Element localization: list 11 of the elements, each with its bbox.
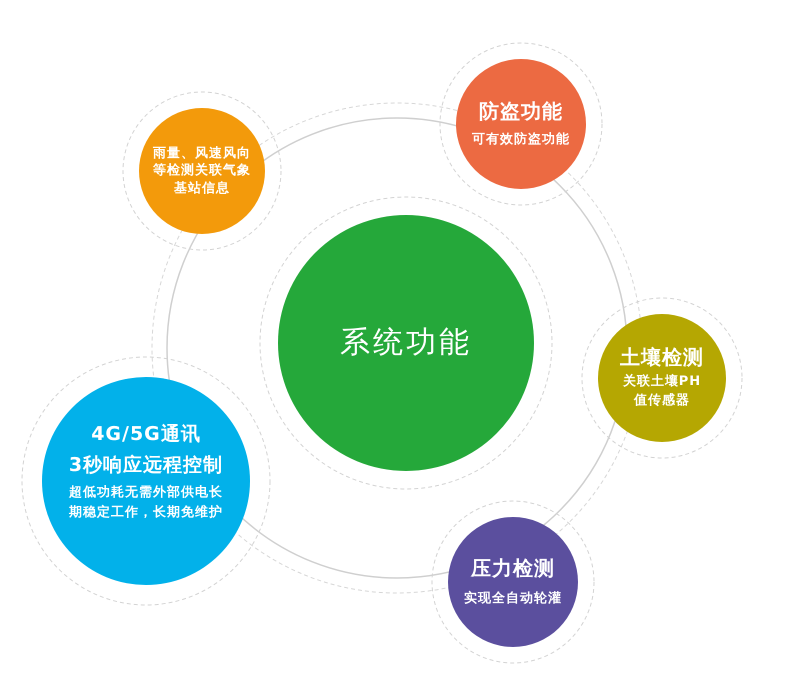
hub-title: 系统功能 (340, 325, 472, 361)
circle-text: 关联土壤PH值传感器 (622, 373, 702, 410)
circle-text: 雨量、风速风向等检测关联气象基站信息 (152, 144, 252, 198)
circle-title: 4G/5G通讯 (91, 422, 201, 446)
circle-text: 实现全自动轮灌 (464, 590, 562, 608)
circle-text: 可有效防盗功能 (472, 131, 570, 149)
circle-title: 土壤检测 (620, 345, 704, 370)
circle-title: 3秒响应远程控制 (68, 452, 224, 478)
circle-text: 超低功耗无需外部供电长期稳定工作，长期免维护 (68, 484, 224, 522)
circle-title: 防盗功能 (479, 99, 563, 124)
circle-title: 压力检测 (471, 556, 555, 580)
